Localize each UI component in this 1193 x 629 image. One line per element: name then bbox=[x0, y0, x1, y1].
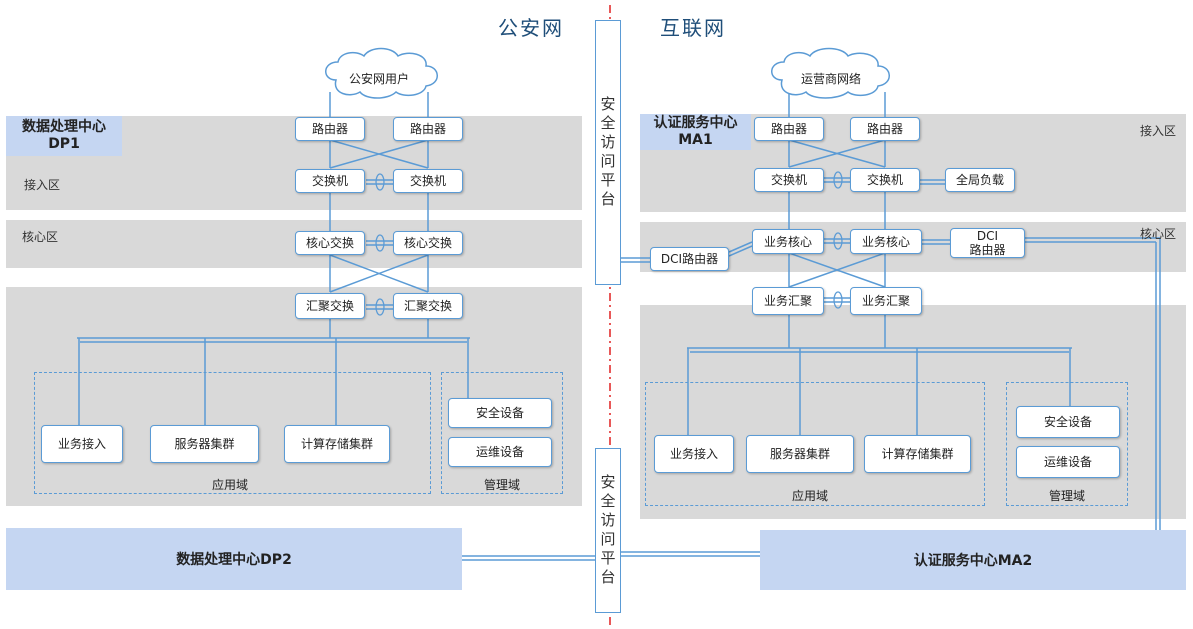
right-mgmt-domain-box bbox=[1006, 382, 1128, 506]
left-app-domain-label: 应用域 bbox=[211, 478, 248, 492]
left-network-title: 公安网 bbox=[498, 16, 564, 40]
right-switch-b[interactable]: 交换机 bbox=[850, 168, 920, 192]
left-cloud-label: 公安网用户 bbox=[348, 72, 409, 86]
left-core-switch-a[interactable]: 核心交换 bbox=[295, 231, 365, 255]
left-mgmt-domain-label: 管理域 bbox=[483, 478, 520, 492]
left-agg-switch-a[interactable]: 汇聚交换 bbox=[295, 293, 365, 319]
right-center-label: 认证服务中心 MA1 bbox=[640, 114, 751, 150]
left-access-zone-label: 接入区 bbox=[24, 178, 61, 192]
left-app-zone-band bbox=[6, 287, 582, 506]
left-center-label: 数据处理中心 DP1 bbox=[6, 116, 122, 156]
right-access-zone-label: 接入区 bbox=[1140, 124, 1177, 138]
right-ops-device[interactable]: 运维设备 bbox=[1016, 446, 1120, 478]
right-mgmt-domain-label: 管理域 bbox=[1048, 489, 1085, 503]
right-cloud-label: 运营商网络 bbox=[800, 72, 861, 86]
left-app-domain-box bbox=[34, 372, 431, 494]
right-biz-core-b[interactable]: 业务核心 bbox=[850, 229, 922, 254]
left-switch-a[interactable]: 交换机 bbox=[295, 169, 365, 193]
right-app-domain-box bbox=[645, 382, 985, 506]
left-switch-b[interactable]: 交换机 bbox=[393, 169, 463, 193]
left-core-zone-band bbox=[6, 220, 582, 268]
left-ops-device[interactable]: 运维设备 bbox=[448, 437, 552, 467]
right-dci-router-right[interactable]: DCI 路由器 bbox=[950, 228, 1025, 258]
left-security-device[interactable]: 安全设备 bbox=[448, 398, 552, 428]
security-access-platform-bottom: 安全访问平台 bbox=[595, 448, 621, 613]
left-router-a[interactable]: 路由器 bbox=[295, 117, 365, 141]
right-security-device[interactable]: 安全设备 bbox=[1016, 406, 1120, 438]
security-access-platform-top: 安全访问平台 bbox=[595, 20, 621, 285]
right-biz-agg-b[interactable]: 业务汇聚 bbox=[850, 287, 922, 315]
left-mgmt-domain-box bbox=[441, 372, 563, 494]
right-ma2-bar: 认证服务中心MA2 bbox=[760, 530, 1186, 590]
right-switch-a[interactable]: 交换机 bbox=[754, 168, 824, 192]
left-dp2-bar: 数据处理中心DP2 bbox=[6, 528, 462, 590]
right-biz-agg-a[interactable]: 业务汇聚 bbox=[752, 287, 824, 315]
left-core-switch-b[interactable]: 核心交换 bbox=[393, 231, 463, 255]
right-compute-storage[interactable]: 计算存储集群 bbox=[864, 435, 971, 473]
right-router-b[interactable]: 路由器 bbox=[850, 117, 920, 141]
left-compute-storage[interactable]: 计算存储集群 bbox=[284, 425, 390, 463]
left-agg-switch-b[interactable]: 汇聚交换 bbox=[393, 293, 463, 319]
left-router-b[interactable]: 路由器 bbox=[393, 117, 463, 141]
right-router-a[interactable]: 路由器 bbox=[754, 117, 824, 141]
right-global-lb[interactable]: 全局负载 bbox=[945, 168, 1015, 192]
left-core-zone-label: 核心区 bbox=[22, 230, 59, 244]
right-network-title: 互联网 bbox=[660, 16, 726, 40]
left-biz-access[interactable]: 业务接入 bbox=[41, 425, 123, 463]
right-server-cluster[interactable]: 服务器集群 bbox=[746, 435, 854, 473]
right-biz-access[interactable]: 业务接入 bbox=[654, 435, 734, 473]
left-server-cluster[interactable]: 服务器集群 bbox=[150, 425, 259, 463]
right-core-zone-label: 核心区 bbox=[1140, 227, 1177, 241]
right-biz-core-a[interactable]: 业务核心 bbox=[752, 229, 824, 254]
right-dci-router-left[interactable]: DCI路由器 bbox=[650, 247, 729, 271]
right-app-domain-label: 应用域 bbox=[791, 489, 828, 503]
